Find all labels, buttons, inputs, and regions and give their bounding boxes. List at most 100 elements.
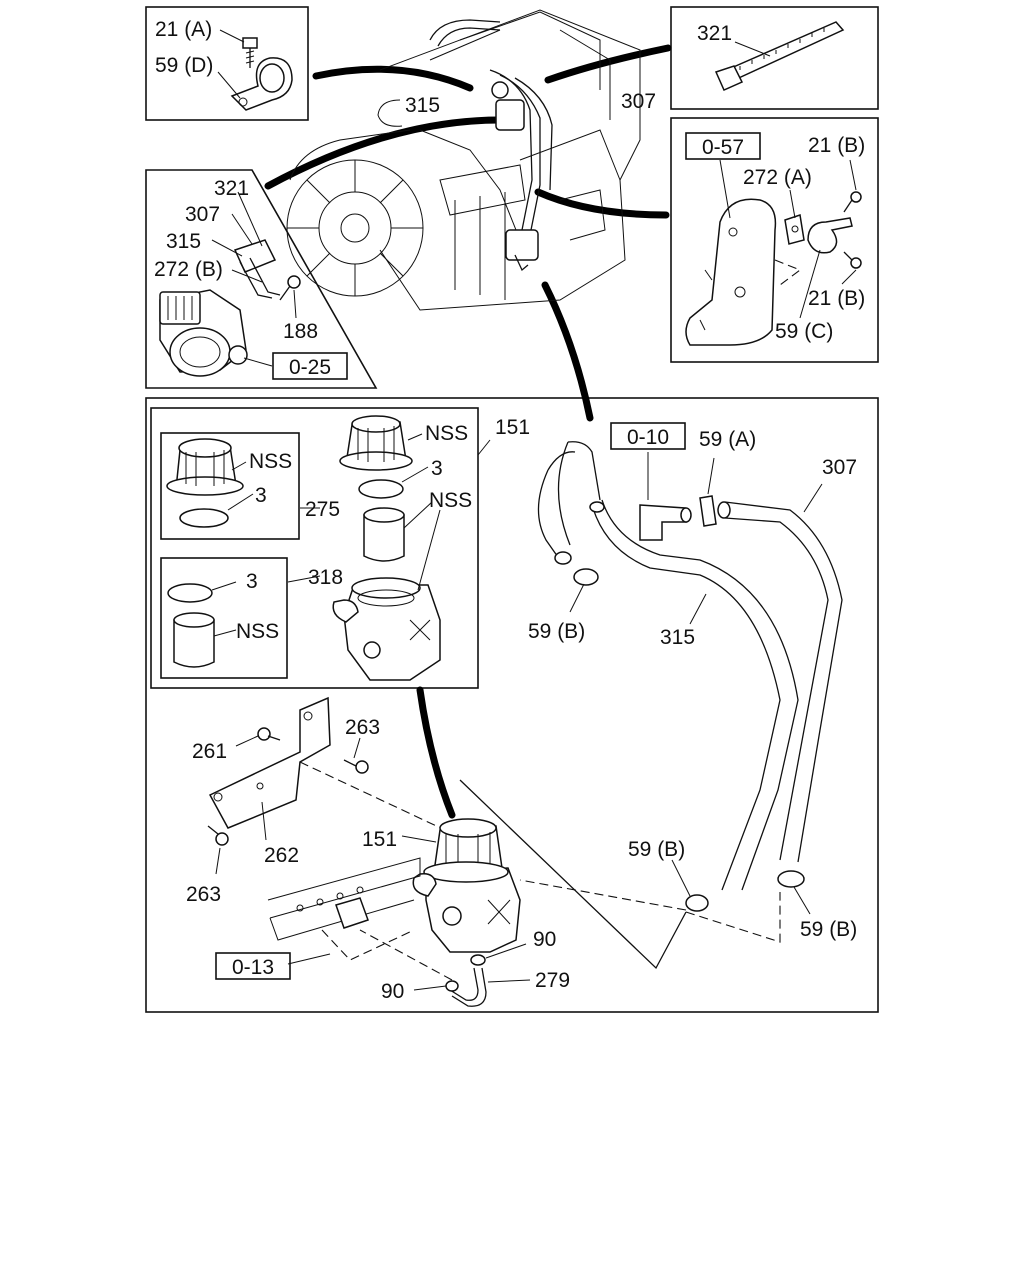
leader — [413, 985, 447, 991]
hose-upper-left — [537, 441, 601, 565]
pump-body-nss-icon — [332, 577, 441, 681]
leader — [793, 886, 811, 915]
inset-frame-top-left — [145, 6, 309, 121]
callout-21b-top: 21 (B) — [808, 134, 865, 157]
callout-21a: 21 (A) — [155, 18, 212, 41]
main-frame — [145, 397, 879, 1013]
leader — [353, 737, 361, 759]
callout-307-inset: 307 — [185, 203, 220, 226]
ref-label-0-25: 0-25 — [289, 356, 331, 379]
cable-tie-321-icon — [714, 21, 845, 91]
leader — [417, 509, 441, 591]
callout-188: 188 — [283, 320, 318, 343]
callout-59a: 59 (A) — [699, 428, 756, 451]
callout-90-bottom: 90 — [381, 980, 404, 1003]
clamp-90-top-icon — [470, 954, 486, 966]
inset-frame-top-right — [670, 6, 879, 110]
leader — [401, 466, 429, 483]
dashed-guide — [321, 929, 415, 961]
leader — [235, 735, 259, 747]
hose-315 — [589, 499, 799, 891]
callout-272a: 272 (A) — [743, 166, 812, 189]
subframe-service-kits — [150, 407, 479, 689]
leader-curve-top-left — [312, 65, 474, 92]
dashed-guide — [519, 879, 687, 911]
bolt-263-top-icon — [343, 759, 369, 774]
leader — [227, 493, 254, 511]
frame-rail-0-13-icon — [267, 857, 421, 941]
callout-59c: 59 (C) — [775, 320, 833, 343]
clamp-59d-icon — [230, 57, 293, 111]
callout-315-inset: 315 — [166, 230, 201, 253]
callout-272b: 272 (B) — [154, 258, 223, 281]
filter-nss-icon — [363, 507, 405, 562]
leader-curve-middle-right — [534, 188, 670, 219]
callout-59b-lower-left: 59 (B) — [628, 838, 685, 861]
callout-nss-cap-right: NSS — [425, 422, 468, 445]
ref-label-0-13: 0-13 — [232, 956, 274, 979]
leader — [211, 581, 237, 591]
air-pump-151-icon — [412, 818, 521, 953]
callout-307: 307 — [822, 456, 857, 479]
leader-curve-to-main — [541, 281, 594, 422]
leader — [287, 953, 331, 965]
pipe-279-icon — [449, 967, 487, 1007]
leader — [217, 71, 241, 99]
throttle-body-icon — [159, 239, 281, 377]
ref-label-0-57: 0-57 — [702, 136, 744, 159]
leader — [213, 629, 237, 637]
leader — [734, 41, 771, 57]
leader — [803, 483, 823, 513]
callout-3-right: 3 — [431, 457, 443, 480]
dashed-guide — [774, 259, 802, 286]
callout-nss-kit318: NSS — [236, 620, 279, 643]
o-ring-3-right-icon — [358, 479, 404, 499]
leader — [849, 159, 857, 191]
bolt-263-bottom-icon — [207, 825, 229, 846]
leader — [293, 289, 297, 319]
hose-307 — [717, 501, 843, 863]
clamp-90-bottom-icon — [445, 980, 459, 992]
callout-151-kit: 151 — [495, 416, 530, 439]
callout-263-bottom: 263 — [186, 883, 221, 906]
callout-275: 275 — [305, 498, 340, 521]
clamp-59c-icon — [807, 217, 853, 254]
callout-318: 318 — [308, 566, 343, 589]
callout-315-engine: 315 — [405, 94, 440, 117]
leader — [799, 249, 821, 319]
leader — [219, 29, 245, 43]
leader — [287, 575, 321, 583]
callout-279: 279 — [535, 969, 570, 992]
leader-curve-top-right — [544, 44, 672, 84]
leader — [569, 583, 585, 613]
cap-nss-right-icon — [339, 415, 413, 471]
callout-321-inset: 321 — [214, 177, 249, 200]
leader-curve-to-pump — [416, 686, 456, 819]
callout-307-engine: 307 — [621, 90, 656, 113]
callout-59b-upper: 59 (B) — [528, 620, 585, 643]
dashed-guide — [359, 929, 453, 981]
leader — [231, 213, 253, 245]
ref-label-0-10: 0-10 — [627, 426, 669, 449]
leader — [243, 357, 273, 367]
ref-box-0-13 — [215, 952, 291, 980]
filter-nss-kit318-icon — [173, 612, 215, 668]
leader — [403, 501, 433, 529]
callout-3-kit318: 3 — [246, 570, 258, 593]
callout-59d: 59 (D) — [155, 54, 213, 77]
clip-272a-icon — [784, 214, 805, 245]
leader — [841, 269, 857, 285]
engine-illustration — [286, 9, 641, 311]
bolt-21b-icon — [843, 191, 862, 269]
leader-curve-middle-left — [264, 116, 504, 190]
subframe-kit-318 — [160, 557, 288, 679]
leader — [707, 457, 715, 495]
leader — [211, 239, 243, 257]
callout-90-top: 90 — [533, 928, 556, 951]
bolt-188-icon — [279, 275, 301, 301]
leader — [689, 593, 707, 625]
callout-3-left: 3 — [255, 484, 267, 507]
callout-21b-bottom: 21 (B) — [808, 287, 865, 310]
leader — [671, 859, 691, 897]
